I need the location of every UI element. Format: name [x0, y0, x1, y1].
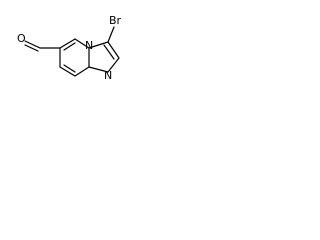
bromine-bond [107, 26, 115, 43]
structure-canvas: O N N Br [0, 0, 173, 111]
aldehyde-co-bond-2 [24, 44, 39, 52]
ring6-bond-5 [59, 66, 76, 77]
chemical-structure-diagram: O N N Br [17, 14, 122, 82]
imidazole-nitrogen-label: N [104, 69, 112, 82]
ring6-bond-2 [74, 38, 90, 49]
ring5-bond-1 [88, 41, 109, 49]
bridgehead-nitrogen-label: N [85, 39, 93, 52]
ring6-double-1 [63, 42, 76, 51]
ring5-bond-3 [107, 57, 120, 73]
aldehyde-co-bond-1 [24, 40, 41, 49]
bromine-label: Br [109, 14, 122, 27]
ring5-bond-4 [88, 66, 109, 73]
ring6-bond-4 [74, 66, 90, 77]
ring5-double-1 [103, 44, 115, 60]
ring6-double-2 [63, 64, 76, 73]
aldehyde-oxygen-label: O [17, 32, 26, 45]
ring6-bond-1 [59, 38, 76, 49]
ring5-bond-2 [107, 41, 120, 59]
